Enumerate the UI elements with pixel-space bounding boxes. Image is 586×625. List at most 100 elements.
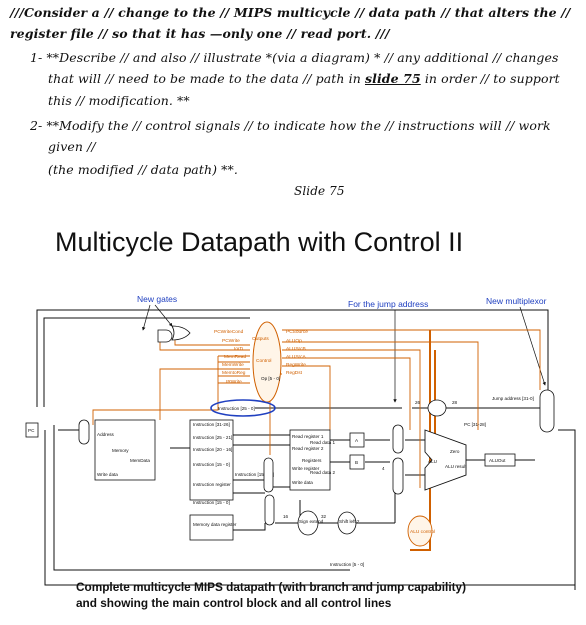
const-4-label: 4	[382, 466, 385, 471]
caption-line-2: and showing the main control block and a…	[76, 596, 392, 610]
register-a-label: A	[355, 438, 359, 443]
instr-15-0-label: Instruction [15 - 0]	[193, 462, 230, 467]
control-label: Control	[256, 358, 271, 364]
item-1-line-2-suffix: in order // to support	[420, 71, 560, 86]
signal-pcwritecond: PCWriteCond	[214, 329, 244, 335]
instr-15-11-label: Instruction [15 - 11]	[235, 472, 274, 477]
item-1-line-2-prefix: that will // need to be made to the data…	[48, 71, 365, 86]
zero-label: Zero	[450, 449, 460, 454]
mux-regdst	[263, 457, 274, 493]
jump-address-label: For the jump address	[348, 299, 428, 309]
instr-20-16-label: Instruction [20 - 16]	[193, 447, 232, 452]
write-data-label: Write data	[97, 472, 118, 477]
outputs-label: Outputs	[252, 336, 269, 342]
op-label: Op [5 - 0]	[261, 376, 280, 381]
new-multiplexor-label: New multiplexor	[486, 296, 547, 306]
instruction-25-0-highlight	[210, 399, 276, 417]
slide-label: Slide 75	[294, 184, 345, 198]
signal-regwrite: RegWrite	[286, 362, 306, 368]
slide-reference: slide 75	[364, 71, 421, 86]
signal-aluop: ALUOp	[286, 338, 302, 344]
num-28-label: 28	[452, 400, 458, 405]
question-line-2-suffix: ///	[371, 26, 390, 41]
mdr-label: Memory data register	[193, 522, 237, 527]
item-2-line-1: 2- **Modify the // control signals // to…	[30, 118, 551, 133]
instr-31-26-label: Instruction [31-26]	[193, 422, 230, 427]
instr-5-0-label: Instruction [5 - 0]	[330, 562, 364, 567]
mux-memtoreg	[264, 494, 275, 526]
mux-alusrca	[392, 424, 404, 454]
item-1-line-3: this // modification. **	[48, 93, 190, 108]
mux-pcsource	[539, 389, 555, 433]
new-gates	[157, 325, 191, 343]
signal-memwrite: MemWrite	[222, 362, 244, 368]
question-line-1: ///Consider a // change to the // MIPS m…	[10, 5, 571, 20]
new-gates-label: New gates	[137, 294, 177, 304]
write-data-reg-label: Write data	[292, 480, 313, 485]
signal-memread: MemRead	[224, 354, 246, 360]
shift-left-2-label: Shift left 2	[339, 519, 360, 524]
address-label: Address	[97, 432, 115, 437]
alu-control-unit	[407, 515, 433, 547]
register-a	[349, 432, 365, 448]
item-1-line-2: that will // need to be made to the data…	[48, 71, 560, 86]
register-b-label: B	[355, 460, 358, 465]
pc-label: PC	[28, 428, 35, 433]
question-line-2-prefix: register file // so that it has	[10, 26, 210, 41]
instr-15-0-lower-label: Instruction [15 - 0]	[193, 500, 230, 505]
registers-label: Registers	[302, 458, 322, 463]
memory-label: Memory	[112, 448, 129, 453]
and-gate-icon	[157, 329, 173, 343]
annotation-pointers	[142, 304, 546, 403]
signal-pcsource: PCSource	[286, 329, 308, 335]
instr-25-0-label: Instruction [25 - 0]	[218, 406, 255, 411]
read-reg-1-label: Read register 1	[292, 434, 324, 439]
num-32-label: 32	[321, 514, 327, 519]
mux-iord	[78, 419, 90, 445]
memdata-label: MemData	[130, 458, 150, 463]
signal-pcwrite: PCWrite	[222, 338, 240, 344]
memory-block	[94, 419, 156, 481]
num-26-label: 26	[415, 400, 421, 405]
multicycle-datapath-diagram: New gates For the jump address New multi…	[25, 294, 576, 590]
instr-25-21-label: Instruction [25 - 21]	[193, 435, 232, 440]
num-16-label: 16	[283, 514, 289, 519]
instruction-register	[189, 419, 234, 501]
read-data-2-label: Read data 2	[310, 470, 335, 475]
jump-address-block-label: Jump address [31-0]	[492, 396, 534, 401]
question-line-2-emph: —only one // read port.	[209, 26, 372, 41]
read-data-1-label: Read data 1	[310, 440, 335, 445]
memory-data-register	[189, 514, 234, 541]
write-register-label: Write register	[292, 466, 320, 471]
alu-control-label: ALU control	[410, 529, 435, 535]
signal-regdst: RegDst	[286, 370, 303, 376]
or-gate-icon	[171, 325, 191, 341]
signal-iord: IorD	[234, 346, 244, 352]
shift-left-2-jump	[427, 399, 447, 417]
read-reg-2-label: Read register 2	[292, 446, 324, 451]
shift-left-2-branch	[337, 511, 357, 535]
slide-title: Multicycle Datapath with Control II	[55, 227, 464, 257]
signal-alusrca: ALUSrcA	[286, 354, 307, 360]
sign-extend-unit	[297, 510, 319, 536]
alu-result-label: ALU result	[445, 464, 467, 469]
aluout-register	[484, 453, 516, 467]
question-line-2: register file // so that it has —only on…	[10, 26, 390, 41]
sign-extend-label: Sign extend	[299, 519, 324, 524]
signal-irwrite: IRWrite	[226, 379, 242, 385]
pc-register	[25, 422, 39, 438]
ir-label: Instruction register	[193, 482, 231, 487]
outer-wires	[36, 309, 576, 590]
item-2-line-2: given //	[48, 139, 96, 154]
alu-label: ALU	[428, 459, 437, 464]
signal-alusrcb: ALUSrcB	[286, 346, 306, 352]
alu-unit	[424, 429, 467, 491]
aluout-label: ALUOut	[489, 458, 506, 463]
item-2-line-3: (the modified // data path) **.	[48, 162, 238, 177]
signal-memtoreg: MemtoReg	[222, 370, 246, 376]
register-file	[289, 429, 331, 491]
item-1-line-1: 1- **Describe // and also // illustrate …	[30, 50, 559, 65]
caption-line-1: Complete multicycle MIPS datapath (with …	[76, 580, 467, 594]
pc-31-28-label: PC [31-28]	[464, 422, 486, 427]
control-wires	[92, 329, 541, 488]
